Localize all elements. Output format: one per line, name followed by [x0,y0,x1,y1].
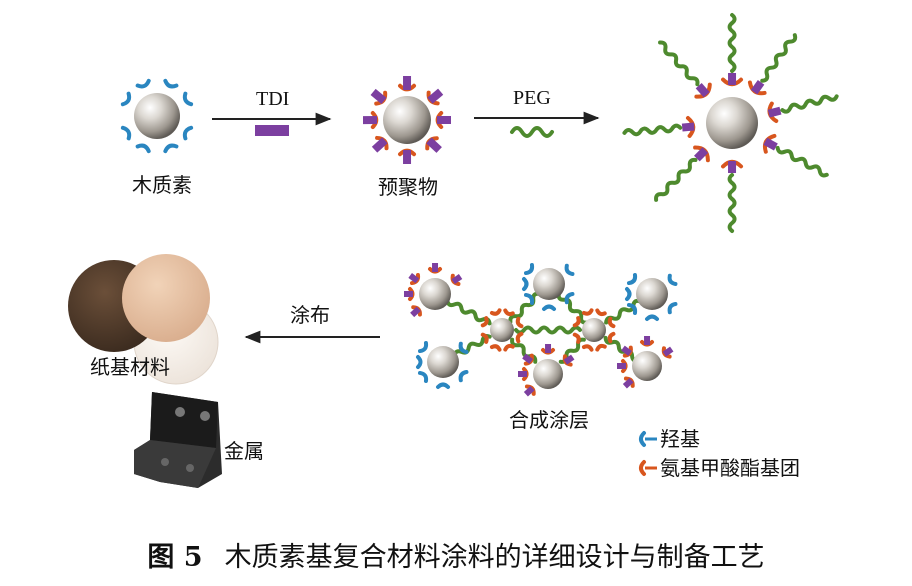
composite-label: 合成涂层 [509,408,589,432]
legend: 羟基 氨基甲酸酯基团 [641,427,800,480]
metal-label: 金属 [224,439,264,463]
peg-label: PEG [513,87,551,109]
metal-bracket-icon [134,392,222,488]
figure-number: 图 5 [147,542,202,573]
figure-caption: 图 5 木质素基复合材料涂料的详细设计与制备工艺 [0,535,912,574]
peg-chain-icon [512,128,552,136]
lignin-label: 木质素 [132,173,192,197]
hydroxyl-legend-icon [641,433,657,445]
paper-label: 纸基材料 [90,355,170,379]
star-polymer-icon [624,15,836,231]
urethane-legend-icon [641,462,657,474]
figure-caption-text: 木质素基复合材料涂料的详细设计与制备工艺 [225,542,765,573]
tdi-block-icon [255,125,289,136]
prepolymer-sphere-icon [363,76,451,164]
composite-network-icon [404,263,675,394]
lignin-sphere-icon [123,81,191,151]
tdi-label: TDI [256,88,289,110]
prepolymer-label: 预聚物 [378,175,438,199]
coating-label: 涂布 [290,303,330,327]
legend-urethane: 氨基甲酸酯基团 [660,456,800,480]
legend-hydroxyl: 羟基 [660,427,700,451]
